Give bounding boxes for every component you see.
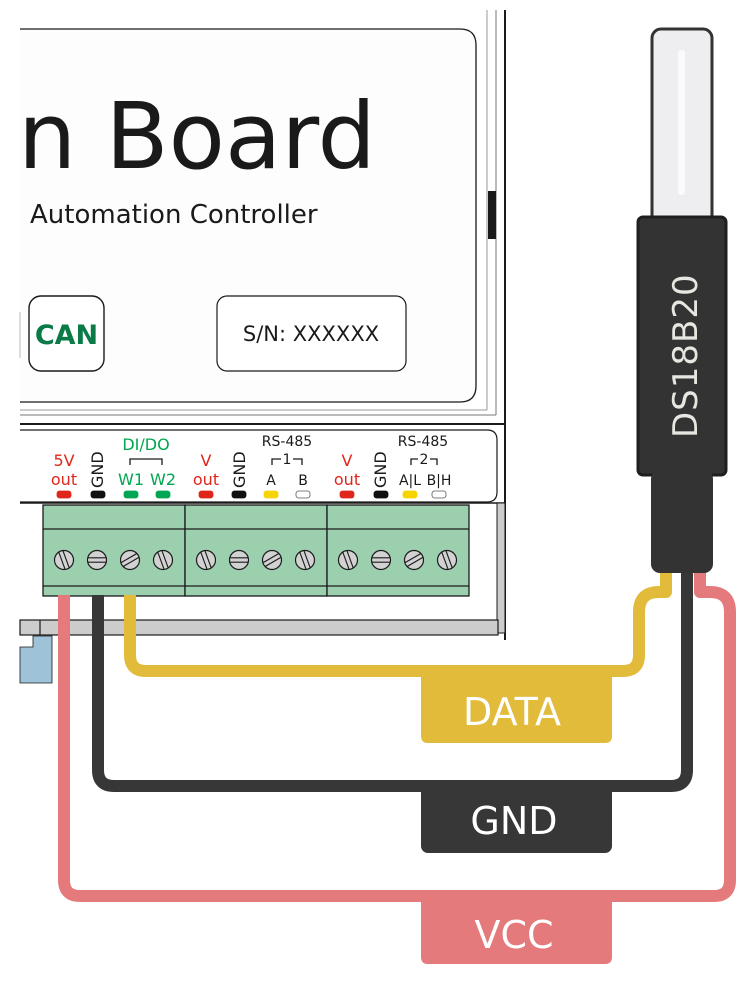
sensor-model-label: DS18B20: [666, 273, 706, 438]
pin-al-label: A|L: [399, 473, 421, 489]
terminal-screw-icon[interactable]: [370, 549, 392, 571]
pin-label-strip: [20, 429, 498, 503]
terminal-screw-icon[interactable]: [294, 549, 316, 571]
vcc-wire: [58, 568, 736, 902]
terminal-screw-icon[interactable]: [119, 549, 141, 571]
can-logo: CAN: [35, 320, 98, 351]
housing-side: [496, 502, 506, 634]
pin-a-label: A: [266, 473, 276, 489]
led-indicator-white: [295, 490, 311, 499]
rs485-1-bracket: [271, 458, 303, 465]
led-indicator-green: [155, 490, 171, 499]
wires: [58, 568, 736, 902]
terminal-screw-icon[interactable]: [403, 549, 425, 571]
board-title: n Board: [18, 83, 376, 190]
gnd-wire: [92, 568, 693, 792]
led-indicator-black: [373, 490, 389, 499]
pin-v-label: V: [201, 451, 212, 470]
dido-bracket: [129, 458, 163, 465]
dido-header: DI/DO: [122, 435, 169, 454]
wire-labels: DATA GND VCC: [421, 677, 612, 964]
led-indicator-black: [231, 490, 247, 499]
terminal-block-3: [326, 504, 470, 597]
terminal-screw-icon[interactable]: [228, 549, 250, 571]
pin-gnd-label: GND: [371, 451, 390, 488]
terminal-screw-icon[interactable]: [337, 549, 359, 571]
controller-housing: n Board Automation Controller CAN S/N: X…: [18, 10, 506, 640]
led-indicator-red: [56, 490, 72, 499]
led-indicator-black: [90, 490, 106, 499]
serial-box: [216, 295, 407, 372]
gnd-label-box: [421, 786, 612, 853]
led-indicator-yellow: [263, 490, 279, 499]
pin-bh-label: B|H: [427, 473, 452, 489]
terminal-block-2: [184, 504, 328, 597]
data-label-box: [421, 677, 612, 743]
din-rail: [19, 619, 499, 636]
led-indicator-yellow: [402, 490, 418, 499]
rs485-1-bus-number: 1: [283, 452, 292, 468]
pin-5v-label: 5V: [53, 451, 74, 470]
rs485-2-bus-number: 2: [420, 452, 429, 468]
terminal-screw-icon[interactable]: [261, 549, 283, 571]
terminal-screw-icon[interactable]: [195, 549, 217, 571]
led-indicator-red: [198, 490, 214, 499]
rs485-2-bracket: [410, 458, 438, 465]
terminal-screw-icon[interactable]: [436, 549, 458, 571]
led-indicator-white: [431, 490, 447, 499]
terminal-screw-icon[interactable]: [152, 549, 174, 571]
serial-number: S/N: XXXXXX: [243, 322, 379, 346]
housing-clip: [488, 191, 496, 239]
pin-v-label: V: [342, 451, 353, 470]
terminal-screw-icon[interactable]: [53, 549, 75, 571]
din-rail-clip: [19, 635, 53, 684]
board-subtitle: Automation Controller: [30, 200, 318, 230]
pin-5v-out-label: out: [51, 470, 77, 489]
ds18b20-sensor: DS18B20: [636, 27, 728, 573]
pin-w1-label: W1: [118, 470, 144, 489]
pin-gnd-label: GND: [230, 451, 249, 488]
pin-labels: 5V out GND DI/DO W1 W2 V out GND RS-485 …: [51, 434, 452, 499]
pin-v-out-label: out: [334, 470, 360, 489]
data-label: DATA: [463, 690, 561, 734]
can-badge: [28, 295, 105, 372]
pin-indicator-leds: [56, 490, 447, 499]
data-wire: [124, 568, 672, 677]
pin-v-out-label: out: [193, 470, 219, 489]
vcc-label: VCC: [474, 913, 553, 957]
vcc-label-box: [421, 902, 612, 964]
probe-highlight: [678, 50, 685, 195]
pin-w2-label: W2: [150, 470, 176, 489]
terminal-blocks: [19, 504, 499, 684]
terminal-block-1: [42, 504, 186, 597]
gnd-label: GND: [470, 799, 557, 843]
rs485-2-header: RS-485: [398, 434, 448, 450]
sensor-cable-sleeve: [651, 470, 713, 573]
led-indicator-green: [123, 490, 139, 499]
terminal-screw-icon[interactable]: [86, 549, 108, 571]
led-indicator-red: [339, 490, 355, 499]
pin-b-label: B: [298, 473, 308, 489]
pin-gnd-label: GND: [88, 451, 107, 488]
rs485-1-header: RS-485: [262, 434, 312, 450]
